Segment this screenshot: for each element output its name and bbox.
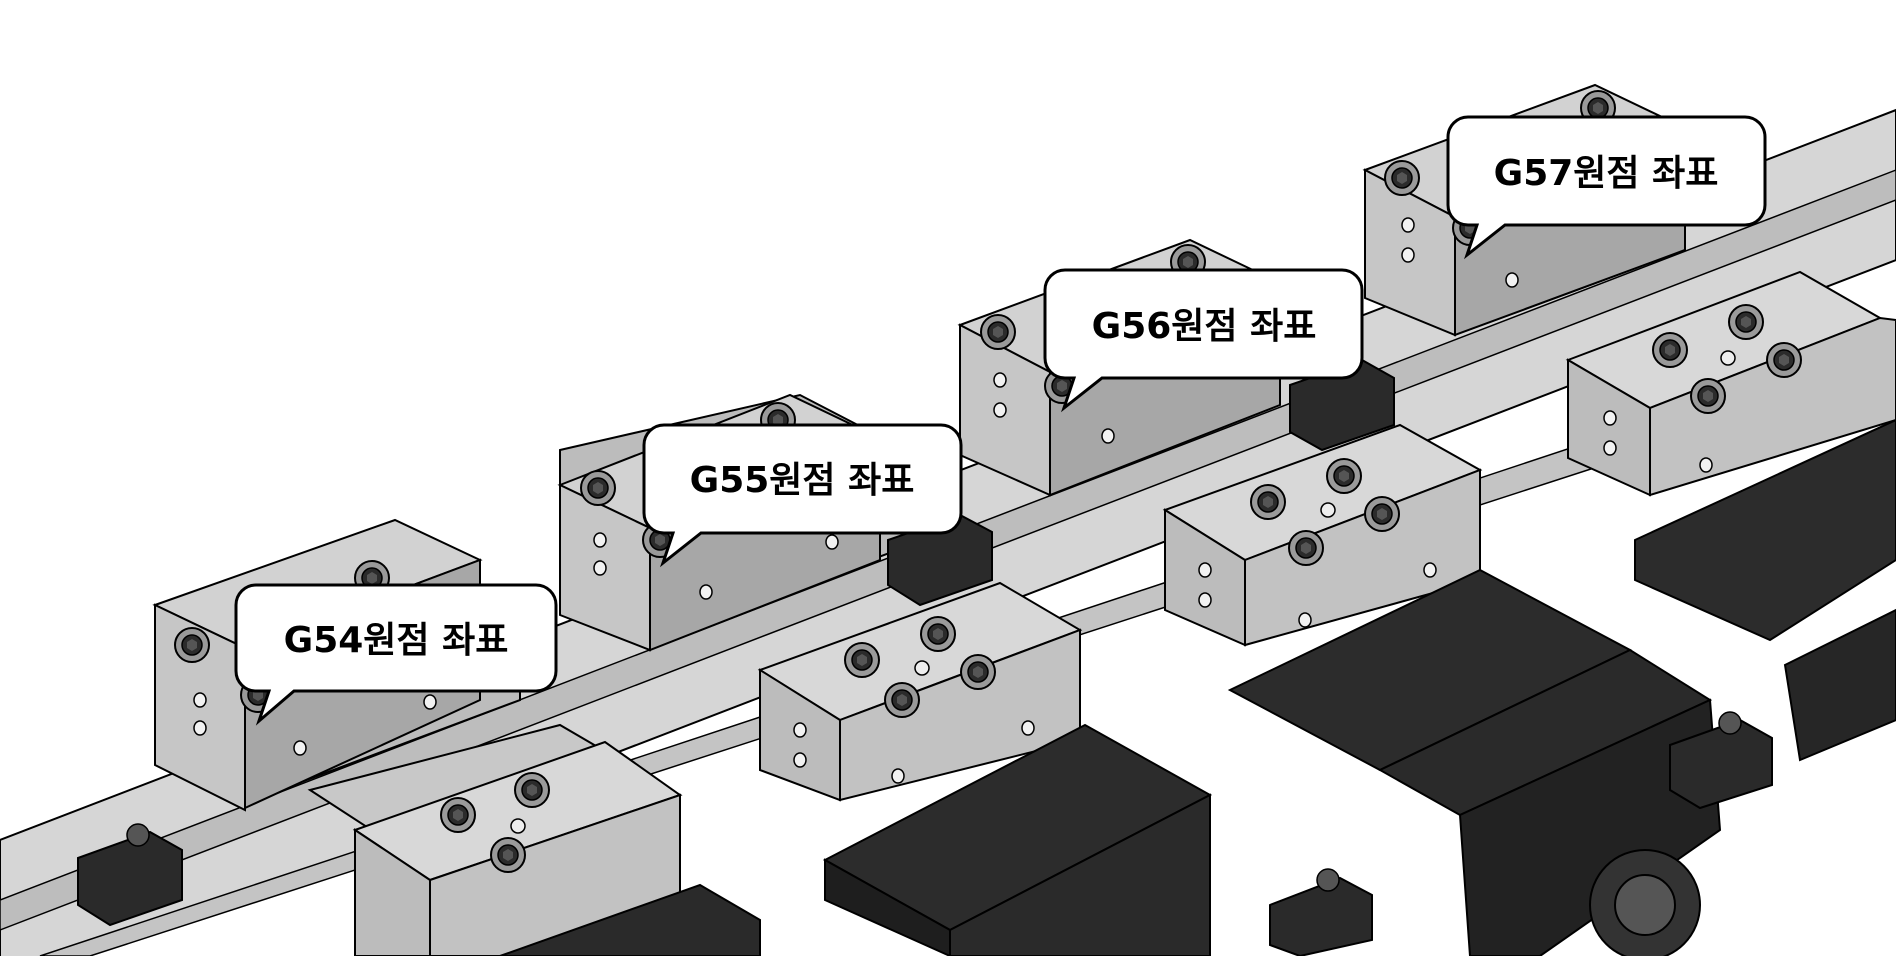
callout-g55: G55원점 좌표 xyxy=(642,423,963,568)
callout-g56-label: G56원점 좌표 xyxy=(1092,306,1317,347)
callout-g56: G56원점 좌표 xyxy=(1043,268,1364,413)
callout-g57-label: G57원점 좌표 xyxy=(1494,153,1719,194)
callout-g55-label: G55원점 좌표 xyxy=(690,460,915,501)
callout-g54: G54원점 좌표 xyxy=(234,583,558,726)
vise-station-4 xyxy=(1362,83,1896,762)
callout-g54-label: G54원점 좌표 xyxy=(284,620,509,661)
callout-g57: G57원점 좌표 xyxy=(1446,115,1767,260)
